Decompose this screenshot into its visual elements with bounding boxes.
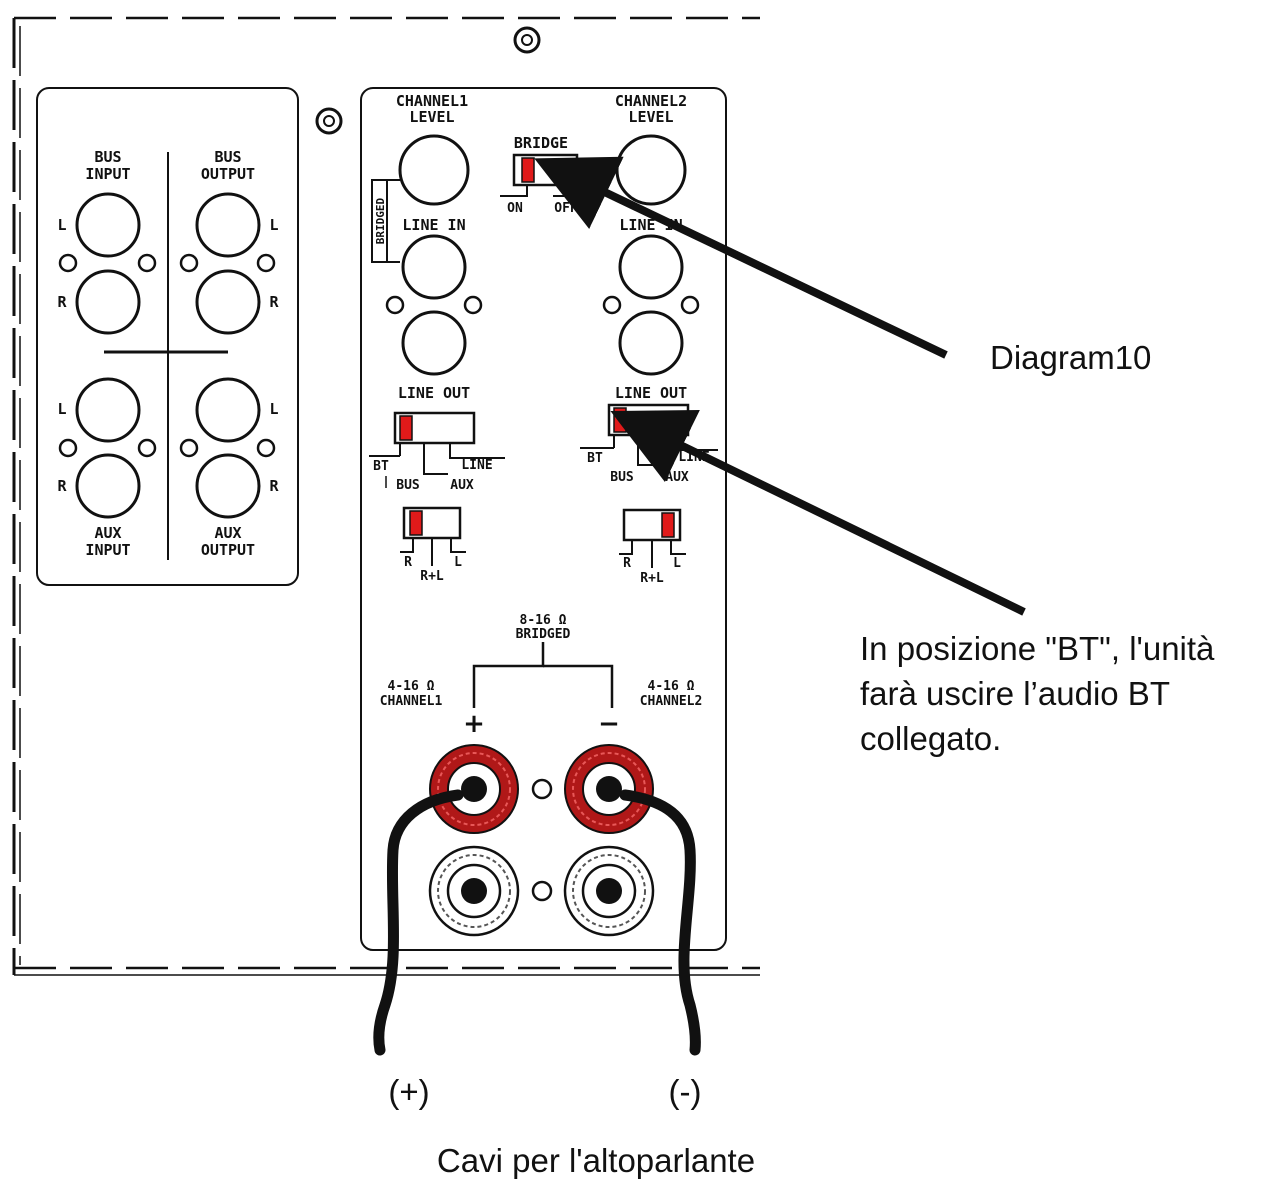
channel1-level-knob[interactable] — [398, 134, 470, 206]
aux-input-label-1: AUX — [94, 524, 121, 542]
diagram-label: Diagram10 — [990, 339, 1151, 376]
bridged-ohm-label-1: 8-16 Ω — [520, 613, 567, 628]
bus-input-label-2: INPUT — [85, 165, 130, 183]
bridge-off-label: OFF — [554, 201, 578, 216]
negative-cable-label: (-) — [669, 1073, 702, 1110]
aux-output-left-jack[interactable] — [195, 377, 261, 443]
cables-caption: Cavi per l'altoparlante — [437, 1142, 755, 1179]
channel2-aux-label: AUX — [665, 470, 689, 485]
positive-speaker-cable — [373, 789, 464, 1056]
bus-output-right-jack[interactable] — [195, 269, 261, 335]
channel1-bt-label: BT — [373, 459, 389, 474]
negative-speaker-cable — [619, 789, 701, 1056]
aux-input-left-jack[interactable] — [75, 377, 141, 443]
channel2-line-out-label: LINE OUT — [615, 384, 687, 402]
aux-output-l-label: L — [269, 400, 278, 418]
channel1-mode-switch[interactable] — [400, 506, 466, 566]
bridge-switch[interactable] — [500, 153, 579, 197]
bus-input-r-label: R — [57, 293, 67, 311]
aux-output-right-jack[interactable] — [195, 453, 261, 519]
channel1-l-label: L — [454, 555, 462, 570]
aux-output-label-2: OUTPUT — [201, 541, 255, 559]
channel1-line-in-jack-2[interactable] — [401, 310, 467, 376]
channel1-r-label: R — [404, 555, 412, 570]
channel1-level-label-1: CHANNEL1 — [396, 92, 468, 110]
channel1-line-label: LINE — [461, 458, 492, 473]
channel2-r-label: R — [623, 556, 631, 571]
screw-top — [513, 26, 541, 54]
bridge-label: BRIDGE — [514, 134, 568, 152]
bus-input-l-label: L — [57, 216, 66, 234]
channel1-source-switch[interactable] — [369, 411, 505, 488]
bus-output-label-1: BUS — [214, 148, 241, 166]
bridge-on-label: ON — [507, 201, 523, 216]
aux-input-right-jack[interactable] — [75, 453, 141, 519]
bt-pointer-arrow — [610, 410, 1026, 616]
channel1-aux-label: AUX — [450, 478, 474, 493]
bus-input-label-1: BUS — [94, 148, 121, 166]
aux-output-r-label: R — [269, 477, 279, 495]
channel1-bus-label: BUS — [396, 478, 420, 493]
bus-input-left-jack[interactable] — [75, 192, 141, 258]
channel1-line-in-label: LINE IN — [402, 216, 465, 234]
positive-white-terminal[interactable] — [428, 845, 520, 937]
screw-left — [315, 107, 343, 135]
left-io-panel: BUS INPUT BUS OUTPUT L R L R L R L R AUX… — [36, 87, 299, 586]
minus-sign: − — [598, 709, 620, 739]
aux-input-r-label: R — [57, 477, 67, 495]
channel2-level-label-2: LEVEL — [628, 108, 673, 126]
channel2-level-knob[interactable] — [615, 134, 687, 206]
bus-output-label-2: OUTPUT — [201, 165, 255, 183]
channel2-ohm-label-1: 4-16 Ω — [648, 679, 695, 694]
bus-input-right-jack[interactable] — [75, 269, 141, 335]
bridged-ohm-label-2: BRIDGED — [516, 627, 571, 642]
channel2-bus-label: BUS — [610, 470, 634, 485]
bus-output-l-label: L — [269, 216, 278, 234]
channel2-ohm-label-2: CHANNEL2 — [640, 694, 703, 709]
aux-input-l-label: L — [57, 400, 66, 418]
bridged-vertical-label: BRIDGED — [374, 197, 387, 244]
bt-note-line-3: collegato. — [860, 720, 1001, 757]
channel1-ohm-label-1: 4-16 Ω — [388, 679, 435, 694]
bt-note-line-1: In posizione "BT", l'unità — [860, 630, 1215, 667]
bt-note-line-2: farà uscire l’audio BT — [860, 675, 1170, 712]
bus-output-left-jack[interactable] — [195, 192, 261, 258]
bus-output-r-label: R — [269, 293, 279, 311]
negative-red-terminal[interactable] — [564, 744, 654, 834]
aux-output-label-1: AUX — [214, 524, 241, 542]
channel2-mode-switch[interactable] — [619, 508, 686, 568]
channel1-level-label-2: LEVEL — [409, 108, 454, 126]
channel2-line-in-jack-2[interactable] — [618, 310, 684, 376]
channel2-rl-label: R+L — [640, 571, 664, 586]
channel1-ohm-label-2: CHANNEL1 — [380, 694, 443, 709]
bridge-pointer-arrow — [534, 156, 948, 359]
channel1-line-out-label: LINE OUT — [398, 384, 470, 402]
positive-red-terminal[interactable] — [429, 744, 519, 834]
plus-sign: + — [463, 709, 485, 739]
channel2-l-label: L — [673, 556, 681, 571]
channel2-bt-label: BT — [587, 451, 603, 466]
right-amp-panel: CHANNEL1 LEVEL CHANNEL2 LEVEL BRIDGED BR… — [360, 87, 727, 951]
channel2-line-in-jack-1[interactable] — [618, 234, 684, 300]
negative-white-terminal[interactable] — [563, 845, 655, 937]
aux-input-label-2: INPUT — [85, 541, 130, 559]
channel2-level-label-1: CHANNEL2 — [615, 92, 687, 110]
channel1-rl-label: R+L — [420, 569, 444, 584]
channel1-line-in-jack-1[interactable] — [401, 234, 467, 300]
positive-cable-label: (+) — [388, 1073, 429, 1110]
